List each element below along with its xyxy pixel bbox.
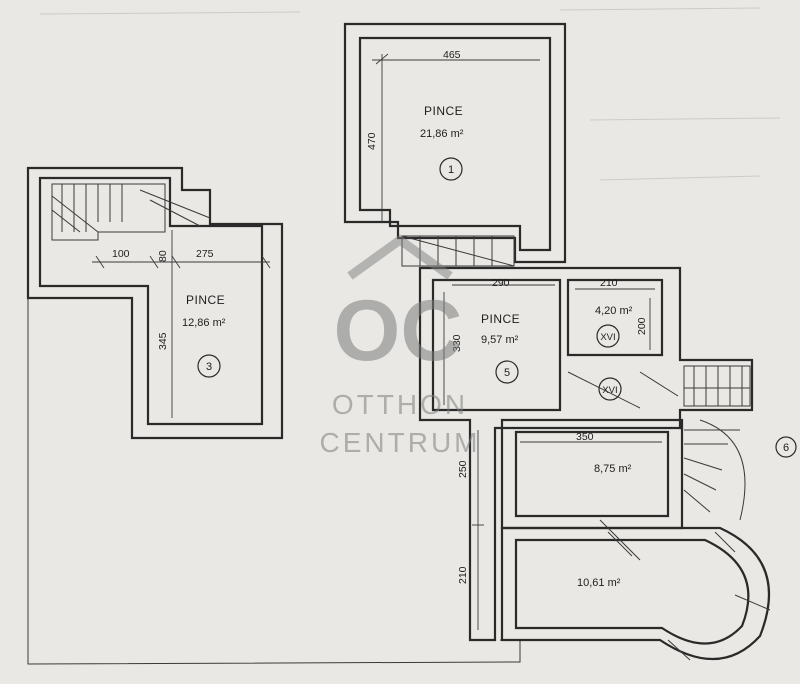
dim-350: 350: [576, 431, 594, 443]
room-5-marker: [495, 360, 519, 384]
room-3-number: 3: [206, 361, 212, 373]
dim-275: 275: [196, 248, 214, 260]
room-1-number: 1: [448, 164, 454, 176]
corridor-xvi-marker: [598, 377, 622, 401]
dim-330: 330: [451, 334, 463, 352]
dim-290: 290: [492, 277, 510, 289]
room-1-area: 21,86 m²: [420, 128, 464, 140]
room-1-label: PINCE: [424, 104, 463, 118]
room-5-area: 9,57 m²: [481, 334, 519, 346]
dimension-lines: [92, 230, 271, 418]
dim-200: 200: [636, 317, 648, 335]
dim-210-bottom: 210: [457, 566, 469, 584]
room-3-marker: [197, 354, 221, 378]
dim-100: 100: [112, 248, 130, 260]
watermark-logo: OC OTTHON CENTRUM: [320, 234, 481, 458]
dim-80: 80: [157, 250, 169, 262]
room-1061-walls: [500, 519, 771, 661]
marker-6-number: 6: [783, 442, 789, 454]
marker-6: [775, 436, 797, 458]
room-3-area: 12,86 m²: [182, 317, 226, 329]
room-xvi-marker: [596, 324, 620, 348]
watermark-line2: CENTRUM: [320, 427, 481, 458]
room-1-walls: [343, 22, 567, 267]
watermark-logo-text: OC: [334, 283, 463, 379]
room-xvi-area: 4,20 m²: [595, 305, 633, 317]
dim-210-top: 210: [600, 277, 618, 289]
scan-noise: [39, 7, 781, 181]
room-1061-area: 10,61 m²: [577, 577, 621, 589]
watermark-line1: OTTHON: [332, 389, 468, 420]
room-5-number: 5: [504, 367, 510, 379]
room-3-label: PINCE: [186, 293, 225, 307]
room-1-marker: [439, 157, 463, 181]
dim-250: 250: [457, 460, 469, 478]
room-5-walls: [418, 266, 754, 642]
corridor-xvi-number: XVI: [602, 385, 617, 396]
dim-465: 465: [443, 49, 461, 61]
room-875-area: 8,75 m²: [594, 463, 632, 475]
dim-345: 345: [157, 332, 169, 350]
room-5-label: PINCE: [481, 312, 520, 326]
dim-470: 470: [366, 132, 378, 150]
room-xvi-number: XVI: [600, 332, 615, 343]
